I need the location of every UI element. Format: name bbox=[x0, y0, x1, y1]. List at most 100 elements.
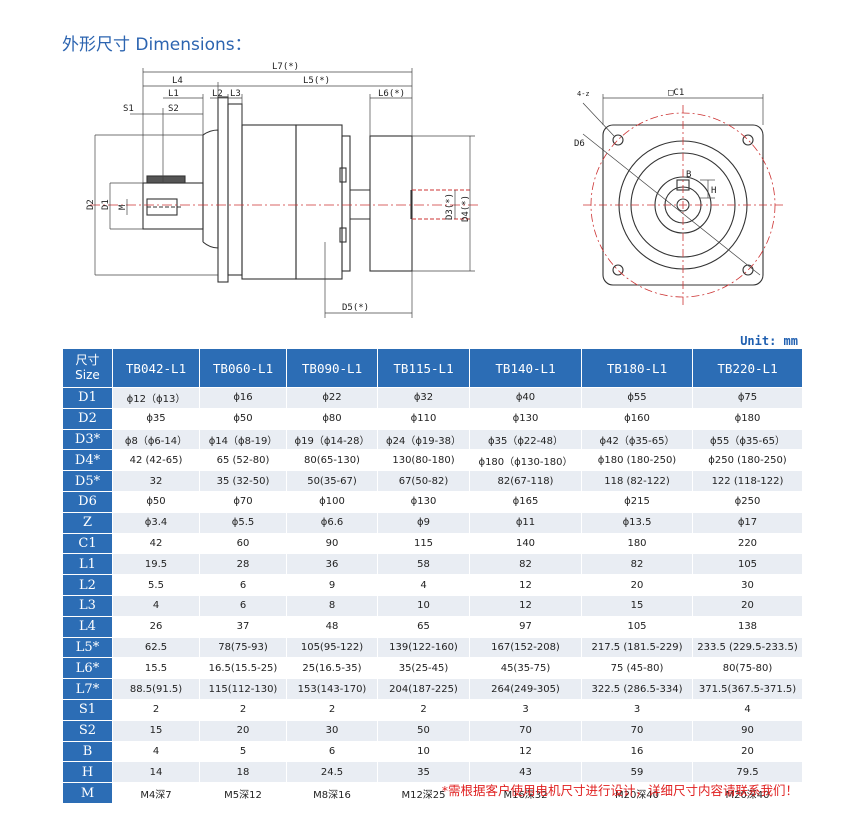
table-cell: 25(16.5-35) bbox=[286, 657, 378, 680]
table-cell: 15 bbox=[112, 719, 200, 742]
footnote: *需根据客户使用电机尺寸进行设计，详细尺寸内容请联系我们！ bbox=[441, 783, 798, 798]
table-cell: ɸ13.5 bbox=[581, 511, 693, 534]
table-cell: 2 bbox=[112, 698, 200, 721]
table-cell: 138 bbox=[692, 615, 803, 638]
table-cell: 65 bbox=[377, 615, 470, 638]
table-cell: ɸ250 bbox=[692, 490, 803, 513]
output-flange bbox=[217, 96, 229, 283]
model-header: TB180-L1 bbox=[581, 348, 693, 388]
table-cell: ɸ130 bbox=[469, 407, 582, 430]
label-B: B bbox=[686, 170, 691, 180]
table-cell: 32 bbox=[112, 470, 200, 492]
table-cell: ɸ110 bbox=[377, 407, 470, 430]
table-cell: 16 bbox=[581, 740, 693, 763]
table-cell: ɸ3.4 bbox=[112, 511, 200, 534]
table-cell: 105 bbox=[581, 615, 693, 638]
table-cell: 37 bbox=[199, 615, 287, 638]
table-cell: 65 (52-80) bbox=[199, 449, 287, 472]
table-cell: 62.5 bbox=[112, 636, 200, 659]
table-cell: 204(187-225) bbox=[377, 678, 470, 700]
table-cell: ɸ50 bbox=[199, 407, 287, 430]
table-cell: M4深7 bbox=[112, 782, 200, 804]
table-cell: 105(95-122) bbox=[286, 636, 378, 659]
table-cell: 217.5 (181.5-229) bbox=[581, 636, 693, 659]
table-cell: M8深16 bbox=[286, 782, 378, 804]
table-cell: 67(50-82) bbox=[377, 470, 470, 492]
table-cell: ɸ14（ɸ8-19） bbox=[199, 428, 287, 451]
table-cell: ɸ5.5 bbox=[199, 511, 287, 534]
row-label: L1 bbox=[62, 553, 113, 576]
table-cell: 264(249-305) bbox=[469, 678, 582, 700]
table-cell: 30 bbox=[286, 719, 378, 742]
table-cell: 115 bbox=[377, 532, 470, 555]
table-cell: 60 bbox=[199, 532, 287, 555]
label-L5: L5(*) bbox=[303, 76, 330, 86]
table-cell: ɸ130 bbox=[377, 490, 470, 513]
table-cell: 2 bbox=[199, 698, 287, 721]
table-cell: ɸ180 bbox=[692, 407, 803, 430]
table-cell: 19.5 bbox=[112, 553, 200, 576]
table-cell: 5.5 bbox=[112, 574, 200, 596]
model-header: TB090-L1 bbox=[286, 348, 378, 388]
label-D2: D2 bbox=[86, 199, 96, 210]
label-L2: L2 bbox=[212, 89, 223, 99]
table-row: D4*42 (42-65)65 (52-80)80(65-130)130(80-… bbox=[62, 449, 803, 472]
row-label: Z bbox=[62, 511, 113, 534]
table-cell: 4 bbox=[692, 698, 803, 721]
table-cell: 35 bbox=[377, 761, 470, 784]
label-D4: D4(*) bbox=[461, 195, 471, 222]
label-Z: 4-z bbox=[577, 90, 590, 98]
table-cell: ɸ180（ɸ130-180） bbox=[469, 449, 582, 472]
table-cell: 24.5 bbox=[286, 761, 378, 784]
motor-adapter bbox=[369, 135, 413, 272]
table-cell: 12 bbox=[469, 740, 582, 763]
table-cell: 35 (32-50) bbox=[199, 470, 287, 492]
table-cell: 36 bbox=[286, 553, 378, 576]
table-cell: ɸ180 (180-250) bbox=[581, 449, 693, 472]
table-cell: 139(122-160) bbox=[377, 636, 470, 659]
table-cell: ɸ16 bbox=[199, 387, 287, 409]
table-cell: 115(112-130) bbox=[199, 678, 287, 700]
label-S1: S1 bbox=[123, 104, 134, 114]
table-cell: 2 bbox=[377, 698, 470, 721]
table-cell: 45(35-75) bbox=[469, 657, 582, 680]
table-cell: 140 bbox=[469, 532, 582, 555]
table-cell: 48 bbox=[286, 615, 378, 638]
model-header: TB060-L1 bbox=[199, 348, 287, 388]
table-cell: ɸ80 bbox=[286, 407, 378, 430]
table-cell: 16.5(15.5-25) bbox=[199, 657, 287, 680]
table-cell: 167(152-208) bbox=[469, 636, 582, 659]
table-cell: 4 bbox=[112, 740, 200, 763]
gearbox-body bbox=[241, 124, 297, 280]
table-row: D3*ɸ8（ɸ6-14）ɸ14（ɸ8-19）ɸ19（ɸ14-28）ɸ24（ɸ19… bbox=[62, 428, 803, 451]
model-header: TB115-L1 bbox=[377, 348, 470, 388]
table-cell: 82 bbox=[469, 553, 582, 576]
table-cell: ɸ22 bbox=[286, 387, 378, 409]
table-cell: M5深12 bbox=[199, 782, 287, 804]
table-row: L7*88.5(91.5)115(112-130)153(143-170)204… bbox=[62, 678, 803, 700]
row-label: S2 bbox=[62, 719, 113, 742]
table-cell: ɸ32 bbox=[377, 387, 470, 409]
table-cell: 97 bbox=[469, 615, 582, 638]
table-cell: 80(65-130) bbox=[286, 449, 378, 472]
table-cell: 233.5 (229.5-233.5) bbox=[692, 636, 803, 659]
table-cell: 82(67-118) bbox=[469, 470, 582, 492]
table-cell: 50(35-67) bbox=[286, 470, 378, 492]
table-cell: 90 bbox=[692, 719, 803, 742]
dimensions-table: 尺寸 Size TB042-L1 TB060-L1 TB090-L1 TB115… bbox=[62, 348, 803, 804]
table-cell: ɸ40 bbox=[469, 387, 582, 409]
model-header: TB140-L1 bbox=[469, 348, 582, 388]
table-cell: ɸ12（ɸ13） bbox=[112, 387, 200, 409]
table-header-row: 尺寸 Size TB042-L1 TB060-L1 TB090-L1 TB115… bbox=[62, 348, 803, 388]
label-L1: L1 bbox=[168, 89, 179, 99]
table-cell: 14 bbox=[112, 761, 200, 784]
table-cell: 58 bbox=[377, 553, 470, 576]
